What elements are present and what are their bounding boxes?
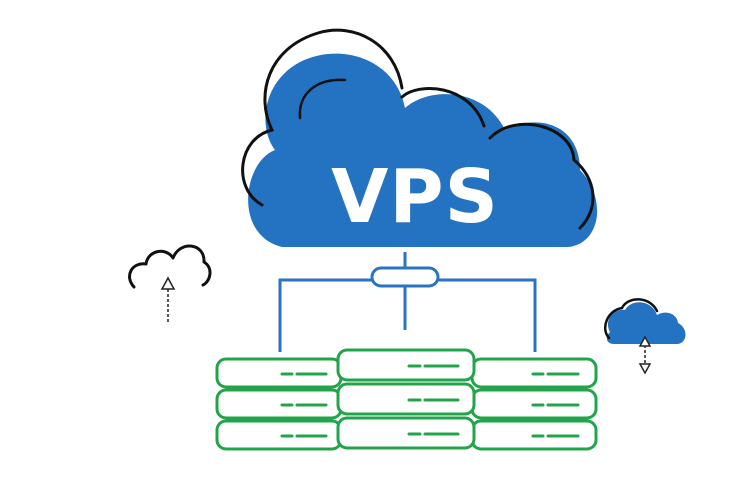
- small-cloud-fill: [606, 302, 686, 344]
- small-cloud-outline: [604, 298, 659, 340]
- cloud-outline-left: [241, 28, 404, 207]
- server-unit: [470, 357, 598, 389]
- server-unit: [470, 419, 598, 451]
- server-unit: [336, 382, 476, 416]
- vps-label: VPS: [331, 154, 499, 240]
- server-unit: [336, 348, 476, 382]
- cloud-outline-mid: [400, 86, 486, 128]
- server-rack-right: [470, 357, 598, 451]
- cloud-sync-icon: [604, 298, 686, 375]
- cloud-outline-right: [488, 122, 595, 230]
- upload-arrow-head: [160, 276, 176, 290]
- sync-arrow-up: [638, 335, 652, 347]
- cloud-fill: [248, 53, 598, 248]
- sync-arrow-down: [638, 363, 652, 375]
- cloud-inner-arc: [298, 78, 347, 120]
- cloud-upload-icon: [128, 244, 212, 322]
- server-unit: [215, 419, 343, 451]
- small-cloud-outline: [128, 244, 212, 289]
- server-rack-left: [215, 357, 343, 451]
- server-rack-center: [336, 348, 476, 450]
- vps-cloud-icon: VPS: [241, 28, 598, 248]
- server-unit: [470, 388, 598, 420]
- server-unit: [336, 416, 476, 450]
- hub-connector-icon: [370, 266, 440, 288]
- connector-branches: [278, 278, 537, 352]
- server-unit: [215, 357, 343, 389]
- server-unit: [215, 388, 343, 420]
- network-connector: [278, 252, 537, 352]
